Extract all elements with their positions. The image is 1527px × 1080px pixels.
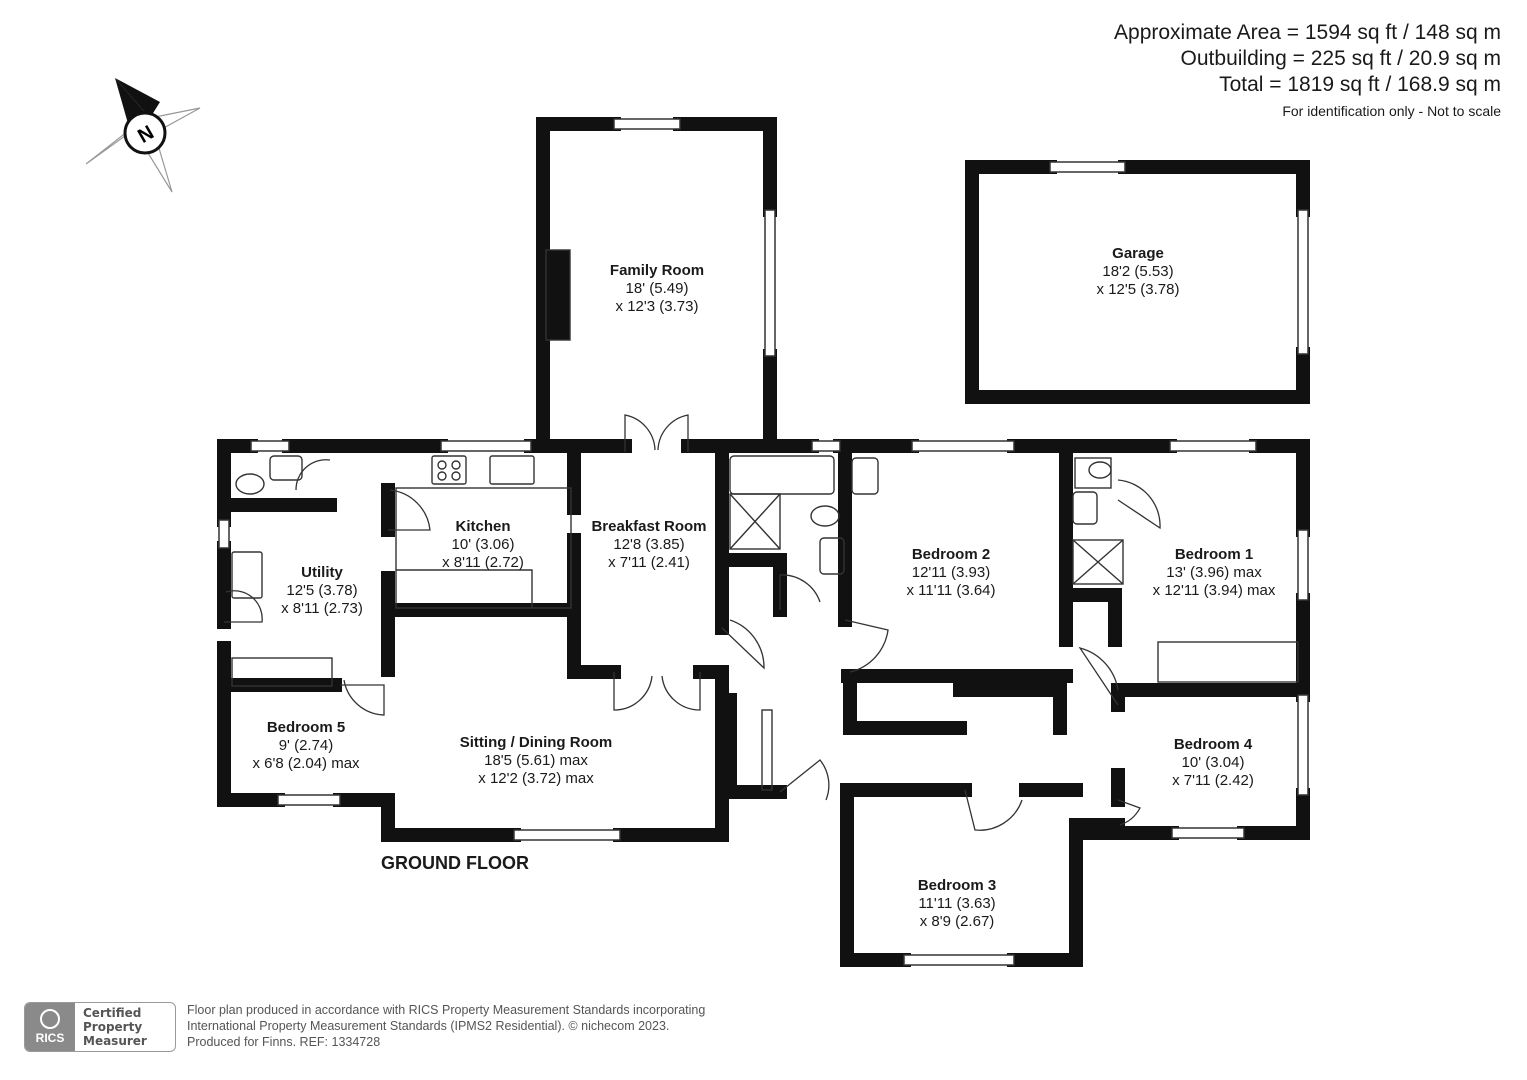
room-dim: 18' (5.49) <box>625 280 689 297</box>
room-breakfast-room: Breakfast Room 12'8 (3.85) x 7'11 (2.41) <box>591 518 706 572</box>
room-dim: x 12'11 (3.94) max <box>1152 582 1276 599</box>
room-name: Sitting / Dining Room <box>459 734 613 751</box>
room-name: Garage <box>1112 245 1164 262</box>
room-name: Bedroom 5 <box>266 719 346 736</box>
doors <box>224 414 1161 831</box>
room-dim: x 8'11 (2.72) <box>442 554 524 571</box>
footer-line: Produced for Finns. REF: 1334728 <box>187 1035 381 1049</box>
room-dim: x 7'11 (2.42) <box>1172 772 1254 789</box>
area-summary: Approximate Area = 1594 sq ft / 148 sq m… <box>1114 20 1501 122</box>
room-dim: 18'2 (5.53) <box>1102 263 1174 280</box>
windows <box>218 118 1309 966</box>
room-kitchen: Kitchen 10' (3.06) x 8'11 (2.72) <box>442 518 524 572</box>
total-area: Total = 1819 sq ft / 168.9 sq m <box>1219 73 1501 96</box>
badge-text: Certified Property Measurer <box>75 1003 175 1051</box>
room-name: Breakfast Room <box>591 518 707 535</box>
room-name: Family Room <box>609 262 705 279</box>
room-dim: 11'11 (3.63) <box>918 895 996 912</box>
room-name: Utility <box>301 564 343 581</box>
room-dim: 18'5 (5.61) max <box>484 752 588 769</box>
identification-note: For identification only - Not to scale <box>1282 103 1501 119</box>
badge-line: Certified <box>83 1006 142 1020</box>
room-name: Bedroom 4 <box>1173 736 1253 753</box>
room-name: Bedroom 3 <box>917 877 997 894</box>
footer-line: International Property Measurement Stand… <box>187 1019 670 1033</box>
room-dim: x 12'5 (3.78) <box>1096 281 1180 298</box>
room-bedroom-4: Bedroom 4 10' (3.04) x 7'11 (2.42) <box>1172 736 1254 790</box>
room-name: Bedroom 2 <box>911 546 991 563</box>
room-dim: 10' (3.04) <box>1181 754 1245 771</box>
room-name: Kitchen <box>455 518 511 535</box>
fixtures <box>231 249 1299 791</box>
walls <box>217 117 1310 967</box>
room-dim: x 7'11 (2.41) <box>608 554 690 571</box>
room-utility: Utility 12'5 (3.78) x 8'11 (2.73) <box>281 564 363 618</box>
room-dim: 12'8 (3.85) <box>613 536 685 553</box>
room-name: Bedroom 1 <box>1174 546 1254 563</box>
badge-line: Property <box>83 1020 143 1034</box>
room-sitting-dining: Sitting / Dining Room 18'5 (5.61) max x … <box>460 734 612 788</box>
room-dim: 13' (3.96) max <box>1166 564 1262 581</box>
room-dim: x 12'3 (3.73) <box>615 298 699 315</box>
room-bedroom-5: Bedroom 5 9' (2.74) x 6'8 (2.04) max <box>252 719 359 773</box>
room-dim: x 8'11 (2.73) <box>281 600 363 617</box>
room-bedroom-2: Bedroom 2 12'11 (3.93) x 11'11 (3.64) <box>906 546 995 600</box>
rics-emblem-icon <box>40 1009 60 1029</box>
rics-logo-text: RICS <box>35 1031 65 1045</box>
room-dim: 9' (2.74) <box>278 737 334 754</box>
approximate-area: Approximate Area = 1594 sq ft / 148 sq m <box>1114 21 1501 44</box>
footer-text: Floor plan produced in accordance with R… <box>187 1002 705 1050</box>
room-dim: x 12'2 (3.72) max <box>478 770 594 787</box>
room-dim: x 11'11 (3.64) <box>906 582 996 599</box>
floor-title: GROUND FLOOR <box>381 853 529 873</box>
room-bedroom-3: Bedroom 3 11'11 (3.63) x 8'9 (2.67) <box>918 877 996 931</box>
footer-line: Floor plan produced in accordance with R… <box>187 1003 706 1017</box>
room-bedroom-1: Bedroom 1 13' (3.96) max x 12'11 (3.94) … <box>1153 546 1276 600</box>
room-dim: 12'5 (3.78) <box>286 582 358 599</box>
room-dim: 10' (3.06) <box>451 536 515 553</box>
room-garage: Garage 18'2 (5.53) x 12'5 (3.78) <box>1097 245 1180 299</box>
room-dim: 12'11 (3.93) <box>911 564 991 581</box>
compass-icon: N <box>85 78 201 193</box>
room-dim: x 6'8 (2.04) max <box>252 755 360 772</box>
rics-badge: RICS Certified Property Measurer <box>24 1002 176 1052</box>
outbuilding-area: Outbuilding = 225 sq ft / 20.9 sq m <box>1180 47 1501 70</box>
badge-line: Measurer <box>83 1034 147 1048</box>
rics-logo: RICS <box>25 1003 75 1051</box>
room-family-room: Family Room 18' (5.49) x 12'3 (3.73) <box>610 262 704 316</box>
room-dim: x 8'9 (2.67) <box>919 913 995 930</box>
